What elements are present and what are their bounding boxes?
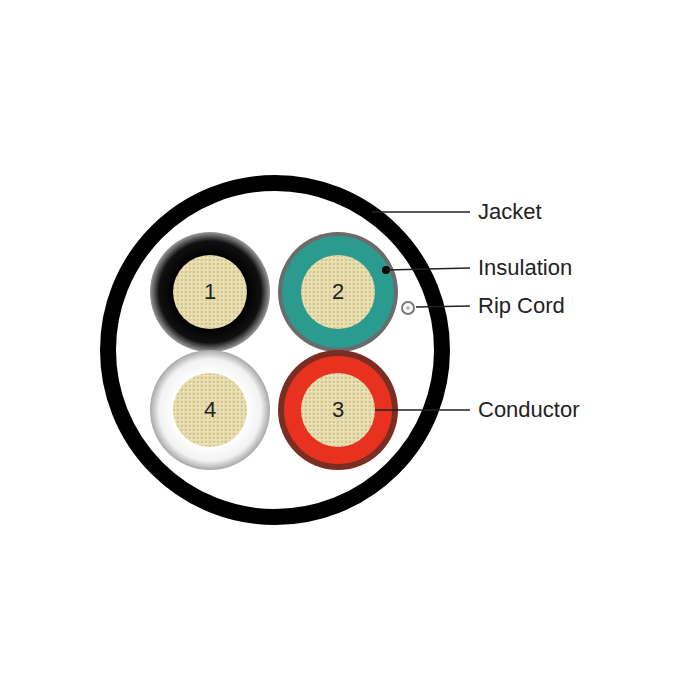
conductor-number: 2: [301, 279, 375, 305]
insulation-2: [282, 236, 394, 348]
rip-cord-core: [406, 306, 410, 310]
conductor: 1: [173, 255, 247, 329]
conductor-number: 3: [301, 397, 375, 423]
rip-cord: [402, 302, 414, 314]
conductor-strands: [301, 255, 375, 329]
leader-line: [386, 268, 470, 270]
insulation-1: [150, 232, 270, 352]
conductor: 3: [301, 373, 375, 447]
conductor: 2: [301, 255, 375, 329]
insulation-4: [150, 350, 270, 470]
part-label: Rip Cord: [476, 293, 567, 319]
conductor: 4: [173, 373, 247, 447]
conductor-strands: [173, 373, 247, 447]
leader-line: [416, 306, 470, 307]
part-label: Conductor: [476, 397, 582, 423]
conductor-strands: [301, 373, 375, 447]
leader-line: [372, 211, 470, 213]
jacket-ring: [108, 183, 442, 517]
part-label: Insulation: [476, 255, 574, 281]
insulation-2-edge: [278, 232, 398, 352]
conductor-number: 1: [173, 279, 247, 305]
conductor-number: 4: [173, 397, 247, 423]
part-label: Jacket: [476, 199, 544, 225]
conductor-strands: [173, 255, 247, 329]
